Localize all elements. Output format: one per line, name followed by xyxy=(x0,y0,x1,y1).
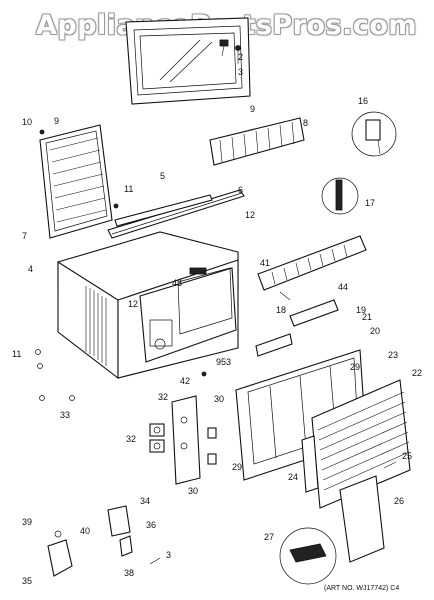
callout-c27: 29 xyxy=(232,462,242,472)
latch-detail-part xyxy=(279,527,337,585)
filter-screw-part xyxy=(39,129,45,135)
knob-part xyxy=(207,427,217,465)
callout-c42: 42 xyxy=(180,376,190,386)
callout-c6: 6 xyxy=(238,185,243,195)
callout-c18: 20 xyxy=(370,326,380,336)
filter-strip-part xyxy=(209,117,305,166)
callout-c38: 38 xyxy=(124,568,134,578)
control-bracket-part xyxy=(171,395,201,485)
callout-c31: 32 xyxy=(126,434,136,444)
callout-c7: 7 xyxy=(22,231,27,241)
callout-c10: 10 xyxy=(22,117,32,127)
art-number: (ART NO. WJ17742) C4 xyxy=(324,585,399,592)
callout-c953: 953 xyxy=(216,357,231,367)
callout-c19: 21 xyxy=(362,312,372,322)
callout-c9b: 9 xyxy=(250,104,255,114)
window-frame-part xyxy=(125,17,251,105)
window-screw-part xyxy=(235,45,241,64)
top-rail-part xyxy=(107,189,245,239)
callout-c25: 27 xyxy=(264,532,274,542)
callout-c17: 19 xyxy=(356,305,366,315)
callout-c40: 40 xyxy=(80,526,90,536)
callout-c43: 43 xyxy=(172,278,182,288)
callout-c20: 22 xyxy=(412,368,422,378)
air-filter-part xyxy=(39,124,113,239)
clip-detail-part xyxy=(351,111,397,157)
callout-c22: 24 xyxy=(288,472,298,482)
callout-c11b: 11 xyxy=(12,349,21,359)
callout-c33: 33 xyxy=(60,410,70,420)
callout-c2: 2 xyxy=(238,52,243,62)
callout-c3b: 3 xyxy=(166,550,171,560)
callout-c21: 23 xyxy=(388,350,398,360)
callout-c36: 36 xyxy=(146,520,156,530)
callout-c3a: 3 xyxy=(238,67,243,77)
louver-assembly-part xyxy=(257,235,367,301)
callout-c24: 26 xyxy=(394,496,404,506)
callout-labels: 2 3 10 9 9 8 16 11 5 6 17 12 7 4 41 43 4… xyxy=(12,52,422,586)
screw-hardware-part xyxy=(35,203,207,401)
callout-c26: 29 xyxy=(350,362,360,372)
callout-c39: 39 xyxy=(22,517,32,527)
window-clip-part xyxy=(219,39,229,57)
knob-bracket-part xyxy=(301,435,319,493)
front-grille-part xyxy=(311,379,411,509)
callout-c32: 32 xyxy=(158,392,168,402)
callout-c5: 5 xyxy=(160,171,165,181)
seal-detail-part xyxy=(321,177,359,215)
callout-c44: 44 xyxy=(338,282,348,292)
callout-c35: 35 xyxy=(22,576,32,586)
pin-part xyxy=(383,461,397,469)
callout-c9a: 9 xyxy=(54,116,59,126)
top-channel-part xyxy=(114,194,213,227)
callout-c11a: 11 xyxy=(124,184,133,194)
callout-c16: 18 xyxy=(276,305,286,315)
mounting-bracket-part xyxy=(47,505,161,577)
filter-insert-part xyxy=(339,475,385,563)
callout-c4: 4 xyxy=(28,264,33,274)
callout-c23: 25 xyxy=(402,451,412,461)
callout-c12a: 12 xyxy=(245,210,255,220)
callout-c41: 41 xyxy=(260,258,270,268)
chassis-part xyxy=(139,267,237,363)
callout-c12b: 12 xyxy=(128,299,138,309)
callout-c29: 30 xyxy=(214,394,224,404)
louver-blade-part xyxy=(255,299,339,357)
callout-c8: 8 xyxy=(303,118,308,128)
callout-c14: 16 xyxy=(358,96,368,106)
callout-c30: 30 xyxy=(188,486,198,496)
callout-c15: 17 xyxy=(365,198,375,208)
switch-part xyxy=(149,423,165,453)
callout-c34: 34 xyxy=(140,496,150,506)
